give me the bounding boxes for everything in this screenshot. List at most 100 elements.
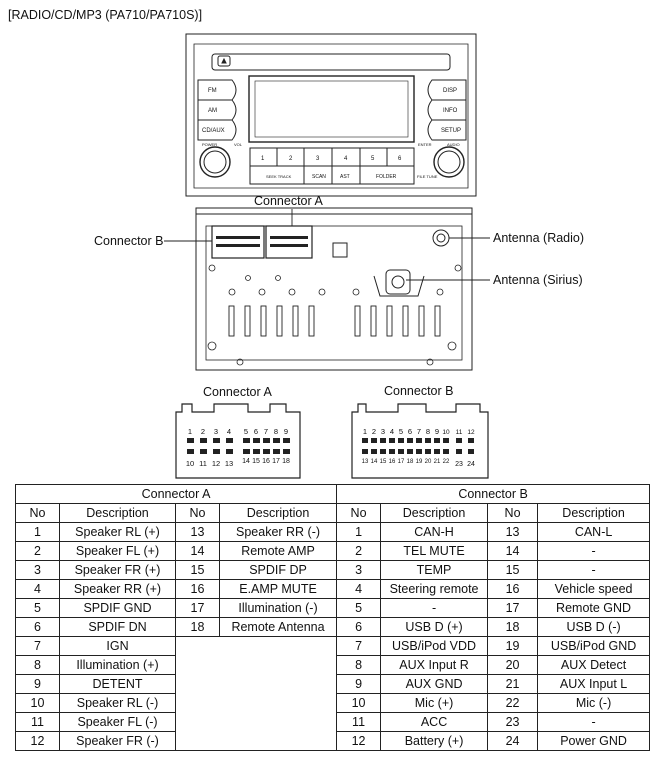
connector-a-header: Connector A (14, 484, 338, 504)
connector-b-pin-no: 17 (487, 598, 539, 618)
connector-b-pin-no: 10 (336, 693, 382, 713)
preset-4: 4 (344, 156, 348, 162)
connector-a-pin-description: SPDIF GND (59, 598, 176, 618)
svg-text:14: 14 (242, 458, 250, 465)
connector-b-pin-description: Mic (-) (537, 693, 651, 713)
connector-b-pin-description: TEL MUTE (380, 541, 489, 561)
connector-b-pin-description: USB/iPod VDD (380, 636, 489, 656)
enter-label: ENTER (418, 142, 432, 147)
connector-b-pin-no: 12 (336, 731, 382, 751)
connector-b-pin-description: CAN-L (537, 522, 651, 542)
connector-a-pin-no: 12 (15, 731, 60, 751)
antenna-radio-callout: Antenna (Radio) (493, 231, 585, 245)
connector-b-diagram-title: Connector B (384, 384, 454, 398)
svg-text:14: 14 (371, 459, 378, 465)
svg-text:9: 9 (284, 427, 288, 436)
svg-text:18: 18 (282, 458, 290, 465)
am-button: AM (208, 108, 217, 114)
seek-track-label: SEEK TRACK (266, 174, 292, 179)
svg-text:13: 13 (362, 459, 369, 465)
connector-a-pin-description: IGN (59, 636, 176, 656)
connector-a-pin-no: 3 (15, 560, 60, 580)
svg-text:13: 13 (225, 459, 233, 468)
front-panel-text: FM AM CD/AUX DISP INFO SETUP POWER VOL E… (202, 88, 461, 180)
connector-b-pin-description: Remote GND (537, 598, 651, 618)
svg-text:17: 17 (398, 459, 405, 465)
connector-a-pin-description: Illumination (-) (218, 598, 338, 618)
preset-3: 3 (316, 156, 320, 162)
connector-a-pin-no: 10 (15, 693, 60, 713)
connector-a-pin-no: 18 (175, 617, 220, 637)
svg-text:18: 18 (407, 459, 414, 465)
connector-a-pin-description: Speaker RL (-) (59, 693, 176, 713)
connector-a-numbers: 1 2 3 4 5 6 7 8 9 10 11 12 13 14 15 16 1… (186, 427, 290, 468)
svg-text:7: 7 (264, 427, 268, 436)
connector-b-numbers: 1 2 3 4 5 6 7 8 9 10 11 12 13 14 15 16 1… (362, 427, 475, 468)
svg-text:17: 17 (272, 458, 280, 465)
connector-b-pin-description: USB D (+) (380, 617, 489, 637)
svg-text:1: 1 (363, 427, 367, 436)
chassis-connector-pins (216, 236, 308, 247)
svg-text:12: 12 (467, 429, 475, 436)
connector-b-pin-description: Battery (+) (380, 731, 489, 751)
svg-text:3: 3 (214, 427, 218, 436)
connector-b-pin-description: - (537, 541, 651, 561)
connector-a-callout: Connector A (254, 194, 323, 208)
connector-a-pin-description: Speaker FR (-) (59, 731, 176, 751)
connector-b-pin-no: 9 (336, 674, 382, 694)
connector-b-pin-no: 11 (336, 712, 382, 732)
connector-b-pin-description: AUX Input R (380, 655, 489, 675)
connector-a-pin-description: Speaker FR (+) (59, 560, 176, 580)
setup-button: SETUP (441, 128, 461, 134)
svg-text:4: 4 (390, 427, 394, 436)
connector-b-pin-no: 8 (336, 655, 382, 675)
connector-b-pin-no: 22 (487, 693, 539, 713)
connector-a-pin-description: Speaker FL (-) (59, 712, 176, 732)
svg-text:21: 21 (434, 459, 441, 465)
svg-text:6: 6 (408, 427, 412, 436)
connector-b-pin-no: 1 (336, 522, 382, 542)
pinout-table: Connector A Connector B No Description N… (14, 484, 651, 751)
connector-a-diagram-title: Connector A (203, 385, 272, 399)
connector-b-pin-no: 13 (487, 522, 539, 542)
connector-b-pin-description: AUX Detect (537, 655, 651, 675)
connector-a-pin-no: 5 (15, 598, 60, 618)
audio-label: AUDIO (447, 142, 460, 147)
connector-a-pin-description: Speaker RR (+) (59, 579, 176, 599)
connector-b-pin-description: Steering remote (380, 579, 489, 599)
preset-1: 1 (261, 156, 265, 162)
connector-a-pin-no: 4 (15, 579, 60, 599)
connector-b-pin-description: ACC (380, 712, 489, 732)
connector-a-pins (187, 438, 290, 454)
radio-diagram: FM AM CD/AUX DISP INFO SETUP POWER VOL E… (164, 33, 490, 479)
connector-b-header: Connector B (336, 484, 651, 504)
svg-text:11: 11 (456, 429, 463, 436)
vol-label: VOL (234, 142, 243, 147)
leader-lines (164, 209, 490, 281)
connector-b-pin-no: 5 (336, 598, 382, 618)
svg-text:16: 16 (389, 459, 396, 465)
svg-text:11: 11 (199, 459, 207, 468)
connector-a-pin-no: 17 (175, 598, 220, 618)
connector-a-pin-description: Speaker RR (-) (218, 522, 338, 542)
connector-b-callout: Connector B (94, 234, 164, 248)
connector-b-pins (362, 438, 474, 454)
connector-b-pin-no: 18 (487, 617, 539, 637)
connector-a-pin-no: 6 (15, 617, 60, 637)
svg-text:8: 8 (426, 427, 430, 436)
connector-b-pin-description: - (537, 712, 651, 732)
preset-5: 5 (371, 156, 375, 162)
svg-text:12: 12 (212, 459, 220, 468)
cd-aux-button: CD/AUX (202, 128, 225, 134)
col-header-no: No (336, 503, 382, 523)
connector-b-pin-no: 2 (336, 541, 382, 561)
